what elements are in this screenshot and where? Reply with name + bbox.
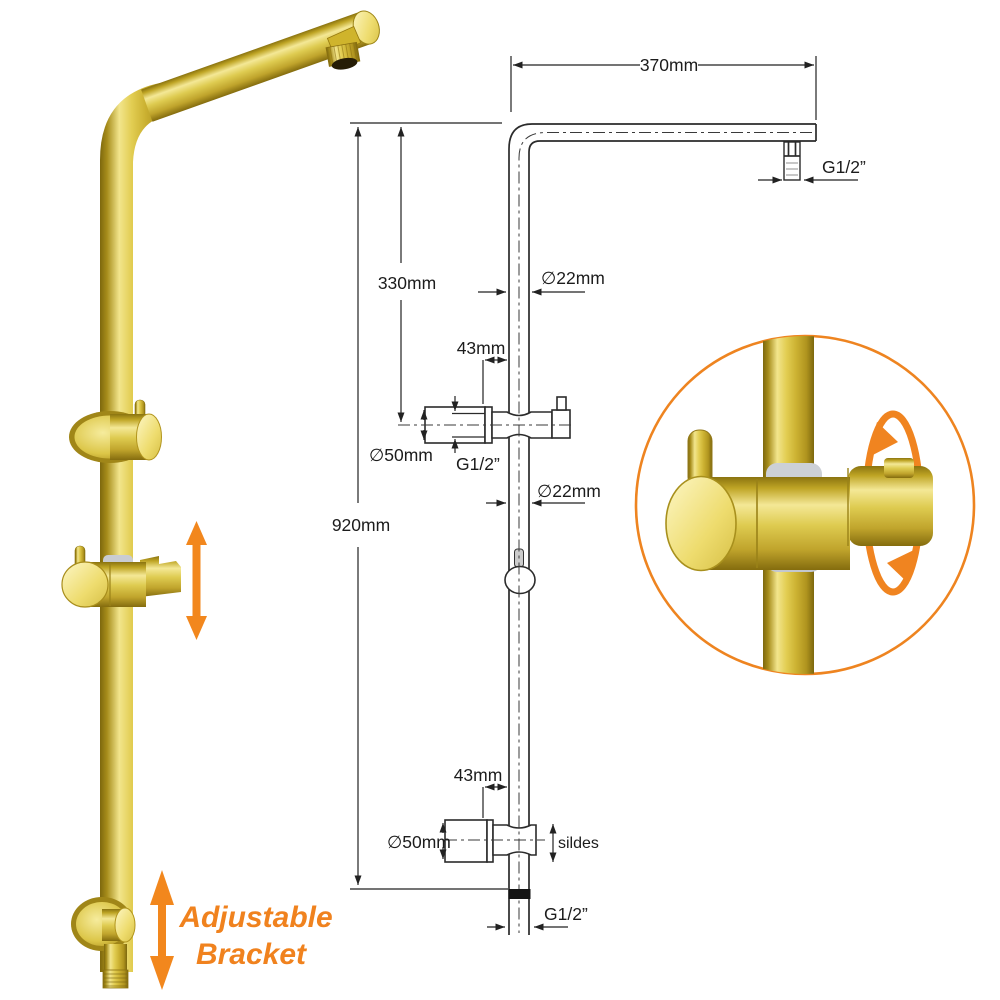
drawing-centerline xyxy=(518,132,812,933)
slider-end-cap xyxy=(61,561,109,608)
up-down-arrow-icon xyxy=(150,870,174,990)
dim-330: 330mm xyxy=(378,127,436,422)
bottom-wall-bracket xyxy=(71,897,136,989)
dim-slides: sildes xyxy=(549,824,599,862)
dim-label-upper-height: 330mm xyxy=(378,273,436,293)
dim-label-top-width: 370mm xyxy=(640,55,698,75)
slider-holder xyxy=(140,556,181,597)
top-wall-bracket xyxy=(69,399,162,463)
dim-label-flange-diameter-bottom: ∅50mm xyxy=(387,832,451,852)
inset-slider-bracket xyxy=(665,429,933,572)
drawing-top-fitting xyxy=(783,141,801,181)
dim-dia22-top: ∅22mm xyxy=(478,268,605,296)
dim-label-total-height: 920mm xyxy=(332,515,390,535)
dim-label-pipe-diameter-top: ∅22mm xyxy=(541,268,605,288)
dim-370: 370mm xyxy=(510,55,817,120)
dim-label-pipe-diameter-mid: ∅22mm xyxy=(537,481,601,501)
dimension-drawing: 370mm G1/2” 330mm 920mm ∅22mm xyxy=(332,55,866,935)
bottom-inlet-thread xyxy=(102,969,129,989)
dim-label-top-thread: G1/2” xyxy=(822,157,866,177)
dim-top-thread: G1/2” xyxy=(758,157,866,184)
detail-inset xyxy=(634,334,976,676)
drawing-upper-bracket xyxy=(424,396,571,444)
dim-label-bracket-offset-bottom: 43mm xyxy=(454,765,503,785)
dim-43-top: 43mm xyxy=(457,338,507,404)
drawing-lower-bracket xyxy=(444,819,537,863)
dim-bottom-thread: G1/2” xyxy=(487,904,588,931)
dim-label-bottom-thread: G1/2” xyxy=(544,904,588,924)
slider-bracket xyxy=(61,545,181,608)
dim-dia50-bottom: ∅50mm xyxy=(387,823,451,859)
bracket-end-cap xyxy=(136,413,162,461)
dim-label-flange-diameter-top: ∅50mm xyxy=(369,445,433,465)
dim-43-bottom: 43mm xyxy=(454,765,507,818)
bracket-end-cap xyxy=(114,907,136,943)
dim-label-bracket-offset-top: 43mm xyxy=(457,338,506,358)
dim-label-slides: sildes xyxy=(558,835,599,852)
product-render: Adjustable Bracket xyxy=(61,10,380,990)
arm-thread-connector xyxy=(325,26,362,70)
drawing-slider-knob xyxy=(504,548,536,595)
dim-label-bracket-thread: G1/2” xyxy=(456,454,500,474)
dim-bracket-thread: G1/2” xyxy=(451,396,500,474)
riser-pipe xyxy=(100,83,169,972)
thread-opening xyxy=(331,57,358,70)
adjustable-bracket-label-line2: Bracket xyxy=(196,938,308,971)
adjustable-bracket-label-line1: Adjustable xyxy=(178,901,332,934)
shower-arm xyxy=(141,10,380,122)
dim-dia22-mid: ∅22mm xyxy=(486,481,601,507)
drawing-pipe-outline xyxy=(508,123,817,935)
up-down-arrow-icon xyxy=(186,521,207,640)
dim-920: 920mm xyxy=(332,122,508,890)
dim-dia50-top: ∅50mm xyxy=(369,410,433,465)
inset-end-cap xyxy=(665,475,737,572)
drawing-seal-band xyxy=(508,889,531,899)
rotation-arrowheads xyxy=(867,422,918,583)
